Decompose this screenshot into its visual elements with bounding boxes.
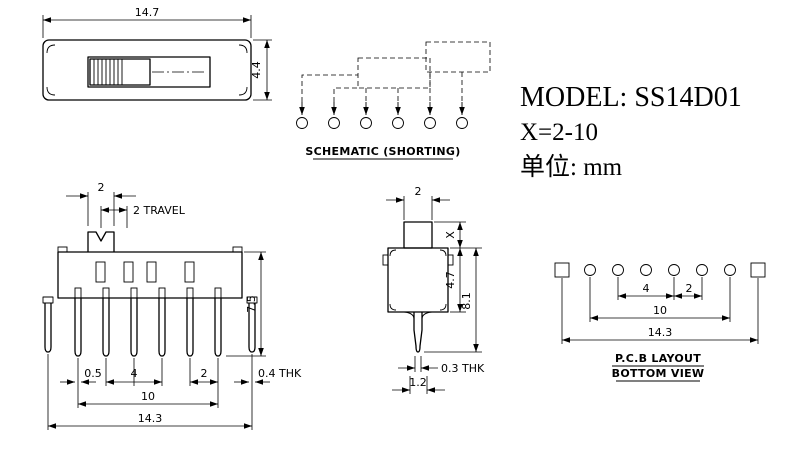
side-view-body	[382, 221, 454, 353]
pin	[186, 298, 194, 357]
dim-side-body-height: 4.7	[444, 271, 457, 289]
dim-front-pin-span: 10	[141, 390, 155, 403]
terminal-3-common	[360, 117, 372, 129]
schematic-terminals	[296, 117, 468, 129]
terminal-2	[328, 117, 340, 129]
top-view-dimensions: 14.7 4.4	[42, 6, 272, 101]
front-view-side-dimension: 7.5	[226, 251, 266, 357]
schematic-contact-arrows	[299, 102, 465, 115]
pcb-pad-right	[750, 262, 766, 278]
front-view-body	[57, 231, 243, 299]
side-view-right-dimensions: X 4.7 8.1	[424, 221, 482, 353]
mounting-lug-left	[44, 303, 52, 353]
top-view-body	[42, 39, 252, 101]
pcb-caption-line2: BOTTOM VIEW	[612, 367, 705, 380]
dim-side-total-height: 8.1	[460, 292, 473, 310]
slider-knob-top	[89, 58, 151, 86]
dim-pcb-total-span: 14.3	[648, 326, 673, 339]
terminal-1	[296, 117, 308, 129]
front-view-bottom-dimensions: 0.5 4 2 0.4 THK 10 14.3	[47, 354, 302, 430]
slider-knob-side	[403, 221, 433, 249]
side-view-bottom-dimensions: 0.3 THK 1.2	[392, 356, 485, 394]
pcb-hole-1	[584, 264, 596, 276]
terminal-4	[392, 117, 404, 129]
pcb-pad-left	[554, 262, 570, 278]
dim-front-pitch-2: 2	[201, 367, 208, 380]
pcb-caption-line1: P.C.B LAYOUT	[615, 352, 701, 365]
pcb-hole-5	[696, 264, 708, 276]
pin	[214, 298, 222, 357]
dim-side-pin-thickness: 0.3 THK	[441, 362, 485, 375]
front-view: 2 2 TRAVEL	[42, 181, 302, 430]
pcb-captions: P.C.B LAYOUT BOTTOM VIEW	[612, 352, 705, 382]
front-view-pins	[42, 296, 258, 357]
units-text: 单位: mm	[520, 153, 623, 181]
terminal-6	[456, 117, 468, 129]
side-view-top-dimension: 2	[386, 185, 450, 220]
dim-front-thickness: 0.4 THK	[258, 367, 302, 380]
knob-serrations	[93, 59, 123, 85]
dim-front-travel: 2 TRAVEL	[133, 204, 186, 217]
pcb-hole-4	[668, 264, 680, 276]
dim-front-body-height: 7.5	[245, 295, 258, 313]
dim-front-pin-width: 0.5	[84, 367, 102, 380]
pcb-dimensions: 4 2 10 14.3	[561, 277, 759, 344]
solder-pin-side	[413, 312, 423, 353]
title-block: MODEL: SS14D01 X=2-10 单位: mm	[520, 82, 742, 181]
dim-pcb-pitch-4: 4	[643, 282, 650, 295]
dim-front-pitch-4: 4	[131, 367, 138, 380]
pin	[102, 298, 110, 357]
dim-front-total-width: 14.3	[138, 412, 163, 425]
dim-pcb-pitch-2: 2	[686, 282, 693, 295]
pcb-hole-2	[612, 264, 624, 276]
pin	[74, 298, 82, 357]
dim-top-view-height: 4.4	[250, 61, 263, 79]
pin	[158, 298, 166, 357]
model-text: MODEL: SS14D01	[520, 82, 742, 113]
dim-front-knob-width: 2	[98, 181, 105, 194]
side-view: 2 X 4.7 8.1	[382, 185, 485, 394]
pcb-hole-6	[724, 264, 736, 276]
dim-side-knob-height-x: X	[444, 231, 457, 239]
schematic-caption: SCHEMATIC (SHORTING)	[305, 145, 460, 158]
pcb-hole-3	[640, 264, 652, 276]
pcb-view: 4 2 10 14.3 P.C.B LAYOUT BOTTOM VIEW	[554, 262, 766, 382]
mounting-lug-right	[248, 303, 256, 353]
x-range-text: X=2-10	[520, 119, 598, 146]
dim-top-view-width: 14.7	[135, 6, 160, 19]
terminal-5	[424, 117, 436, 129]
schematic-view: SCHEMATIC (SHORTING)	[296, 41, 491, 160]
dim-side-pin-root-width: 1.2	[409, 376, 427, 389]
dim-pcb-hole-span: 10	[653, 304, 667, 317]
schematic-dashed-links	[301, 41, 491, 102]
front-view-top-dimensions: 2 2 TRAVEL	[66, 181, 186, 228]
top-view: 14.7 4.4	[42, 6, 272, 101]
slider-knob-front	[87, 231, 115, 252]
pin	[130, 298, 138, 357]
pcb-pads	[554, 262, 766, 278]
dim-side-knob-width: 2	[415, 185, 422, 198]
